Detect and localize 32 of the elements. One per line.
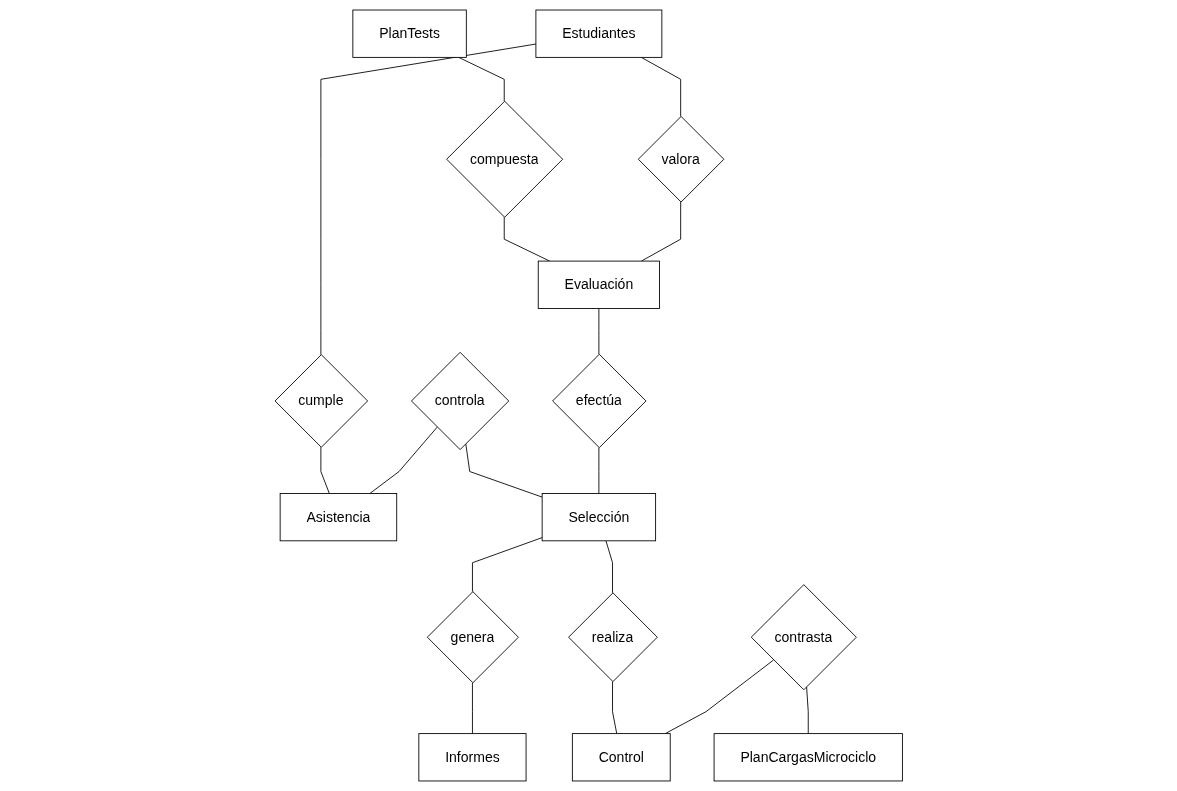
connector (465, 443, 543, 498)
node-diamond: realiza (567, 592, 658, 682)
node-box: Informes (418, 733, 527, 782)
connector (598, 447, 600, 494)
connector (503, 216, 550, 262)
connector (605, 540, 613, 594)
connector (369, 426, 438, 494)
node-box: PlanTests (352, 9, 467, 58)
connector (640, 56, 681, 117)
node-diamond: cumple (274, 354, 368, 448)
node-diamond: valora (637, 116, 725, 203)
node-box: Selección (541, 493, 656, 542)
node-diamond: contrasta (750, 584, 857, 691)
connector (598, 308, 600, 355)
connector (640, 201, 681, 262)
node-diamond: compuesta (446, 100, 563, 218)
node-diamond: genera (426, 591, 519, 684)
connector (320, 446, 330, 494)
connector (611, 681, 617, 735)
node-box: Control (571, 733, 671, 782)
connector (805, 686, 809, 735)
node-box: Evaluación (537, 260, 660, 309)
connector (664, 659, 774, 735)
node-box: Asistencia (279, 493, 397, 542)
connector (471, 537, 543, 593)
node-box: PlanCargasMicrociclo (713, 733, 903, 782)
node-diamond: controla (410, 351, 509, 451)
connector (471, 682, 473, 735)
node-diamond: efectúa (551, 353, 647, 449)
connector (320, 43, 537, 356)
node-box: Estudiantes (535, 9, 663, 58)
connector (458, 56, 505, 102)
